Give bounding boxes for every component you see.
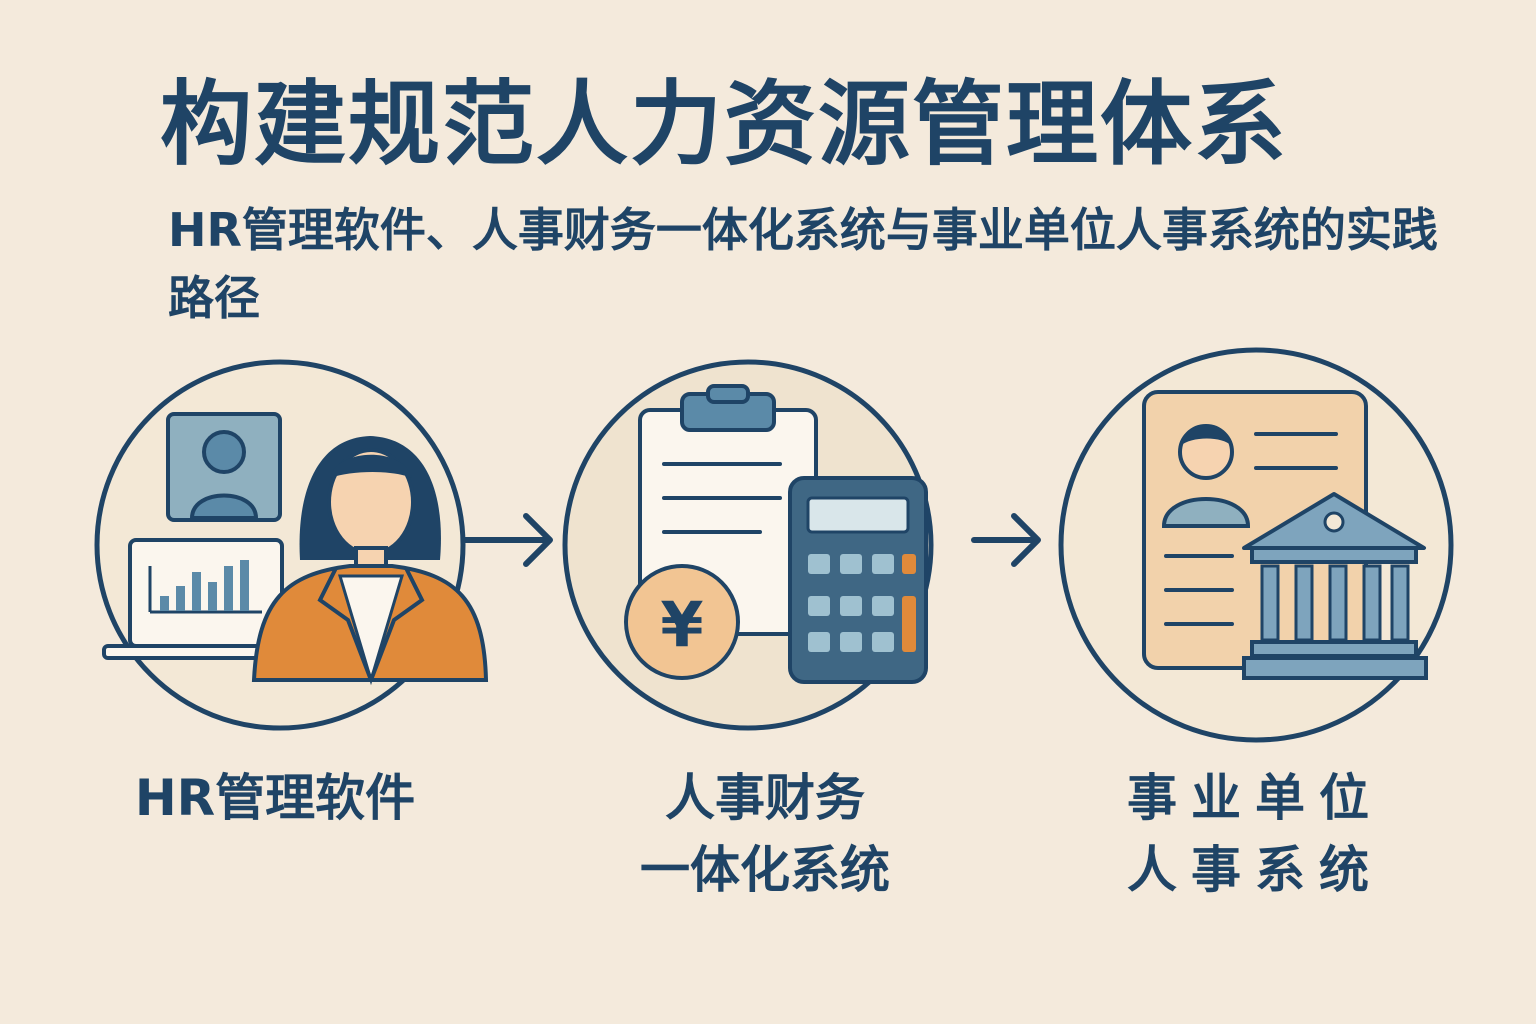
page-subtitle: HR管理软件、人事财务一体化系统与事业单位人事系统的实践路径 [168, 203, 1438, 325]
page-title: 构建规范人力资源管理体系 [160, 71, 1289, 178]
government-building-icon [1242, 492, 1428, 680]
step-3-label-line-1: 事业单位 [1127, 769, 1383, 827]
step-1-hr-software-node [94, 359, 489, 731]
yen-coin-icon: ¥ [624, 564, 740, 680]
step-1-label-line: HR管理软件 [134, 769, 416, 827]
arrow-right-icon [461, 513, 553, 567]
hr-manager-icon [102, 412, 489, 686]
step-3-label-line-2: 人事系统 [1127, 841, 1383, 899]
public-institution-icon [1142, 390, 1428, 680]
step-3-label: 事业单位 人事系统 [1080, 762, 1430, 906]
calculator-icon [788, 476, 928, 684]
step-2-label-line-1: 人事财务 [665, 769, 865, 827]
finance-calculator-icon: ¥ [624, 384, 928, 684]
arrow-right-icon [971, 513, 1041, 567]
step-2-finance-node: ¥ [562, 359, 934, 731]
woman-figure-icon [251, 436, 489, 686]
step-3-public-institution-node [1058, 347, 1454, 743]
step-2-label: 人事财务 一体化系统 [590, 762, 940, 906]
step-1-label: HR管理软件 [100, 762, 450, 834]
profile-photo-icon [166, 412, 282, 522]
step-2-label-line-2: 一体化系统 [640, 841, 890, 899]
currency-symbol: ¥ [660, 588, 703, 661]
